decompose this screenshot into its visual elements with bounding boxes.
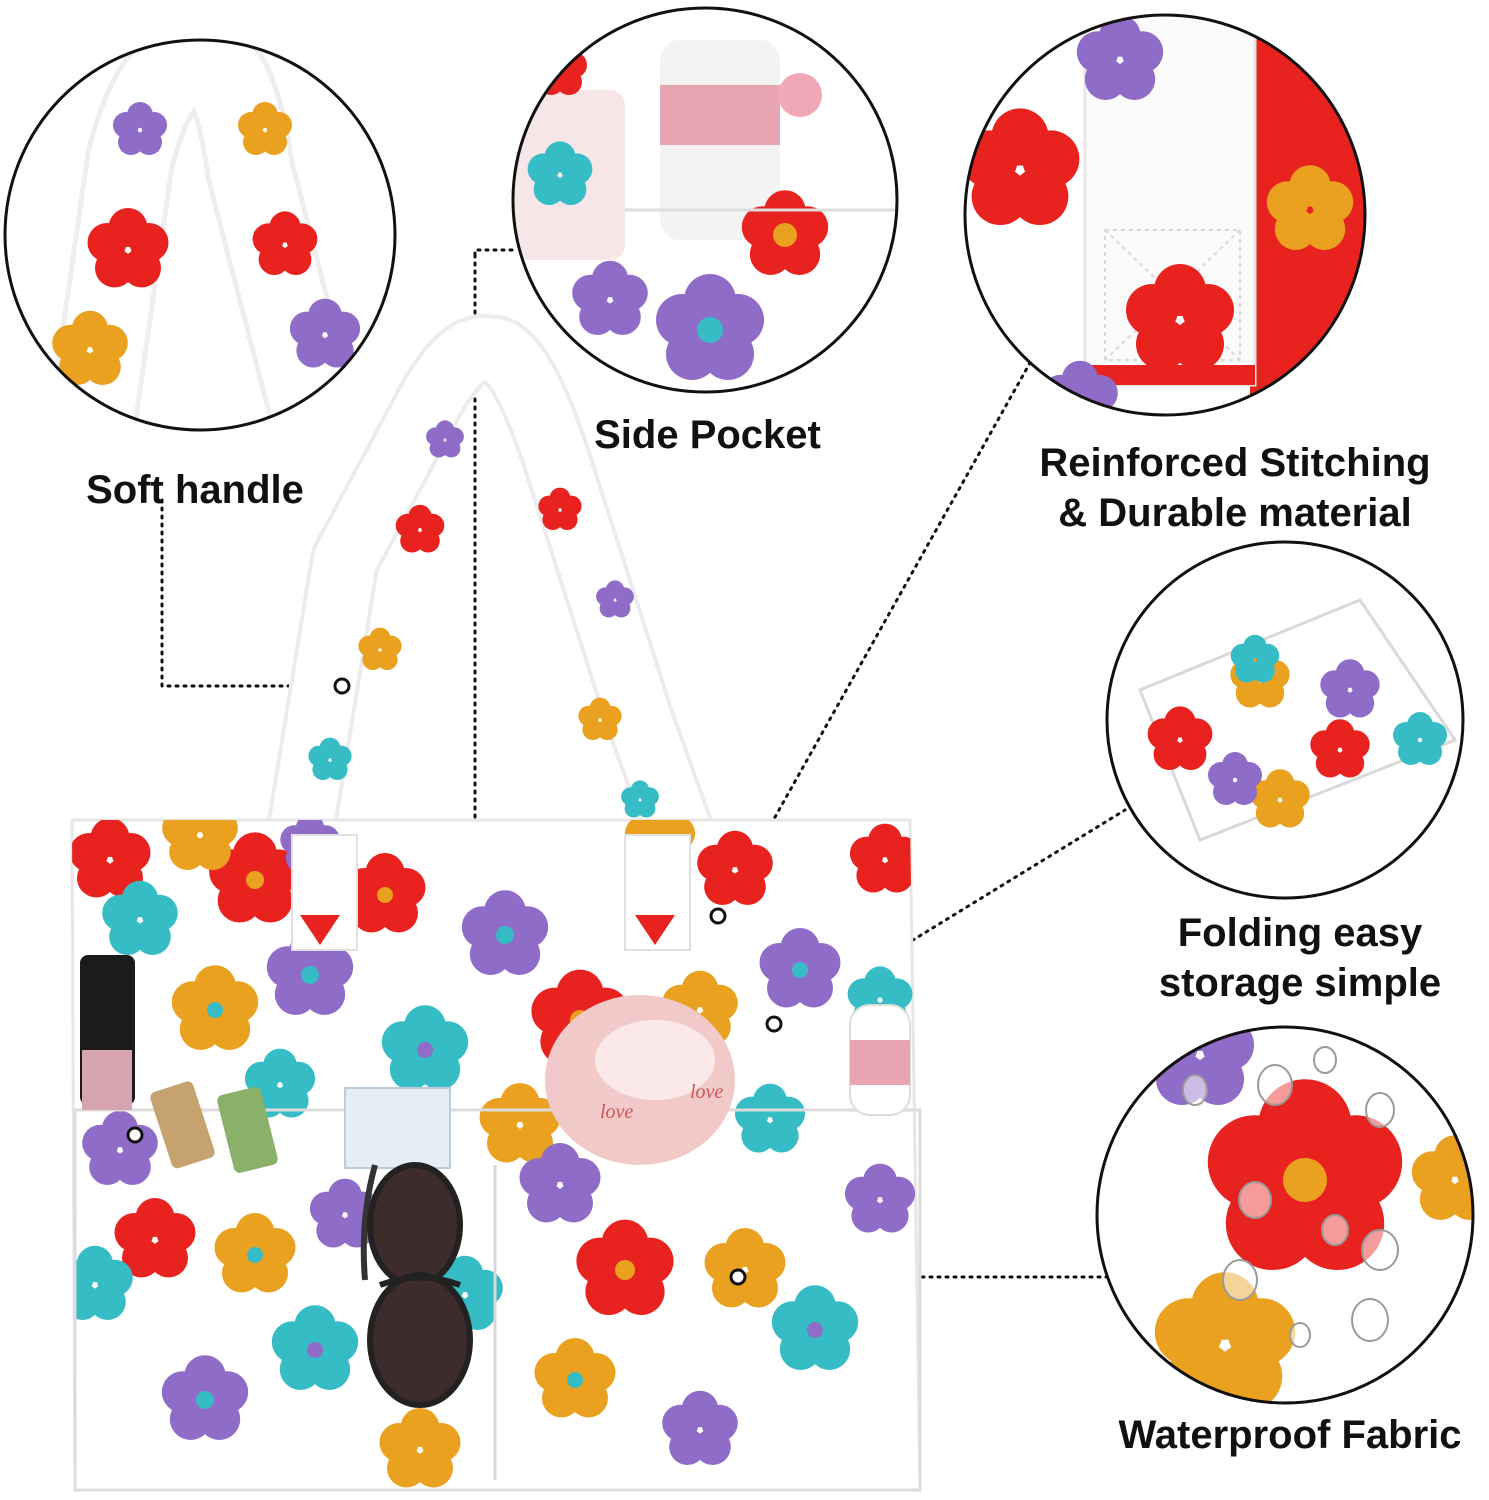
detail-circle-reinforced-stitching [963, 13, 1367, 417]
callout-folding-line-2: storage simple [1158, 961, 1442, 1005]
callout-folding-storage: Folding easy storage simple [1120, 908, 1480, 1008]
connector-dots [126, 677, 783, 1286]
tote-bag: love love [70, 818, 922, 1492]
callout-side-pocket: Side Pocket [594, 413, 821, 457]
detail-circle-side-pocket [511, 6, 899, 394]
detail-circle-waterproof [1095, 1025, 1475, 1405]
detail-circle-soft-handle [3, 38, 397, 432]
callout-waterproof-fabric: Waterproof Fabric [1118, 1413, 1462, 1457]
callout-reinforced-line-1: Reinforced Stitching [1039, 441, 1431, 485]
bag-handles [265, 314, 723, 872]
pouch-text-1: love [600, 1101, 633, 1123]
detail-circle-folding [1105, 540, 1465, 900]
sunglasses [360, 1162, 473, 1408]
callout-folding-line-1: Folding easy [1177, 911, 1423, 955]
callout-soft-handle: Soft handle [86, 468, 304, 512]
callout-reinforced-line-2: & Durable material [1058, 491, 1412, 535]
pouch-text-2: love [690, 1081, 723, 1103]
callout-reinforced-stitching: Reinforced Stitching & Durable material [1005, 438, 1465, 538]
